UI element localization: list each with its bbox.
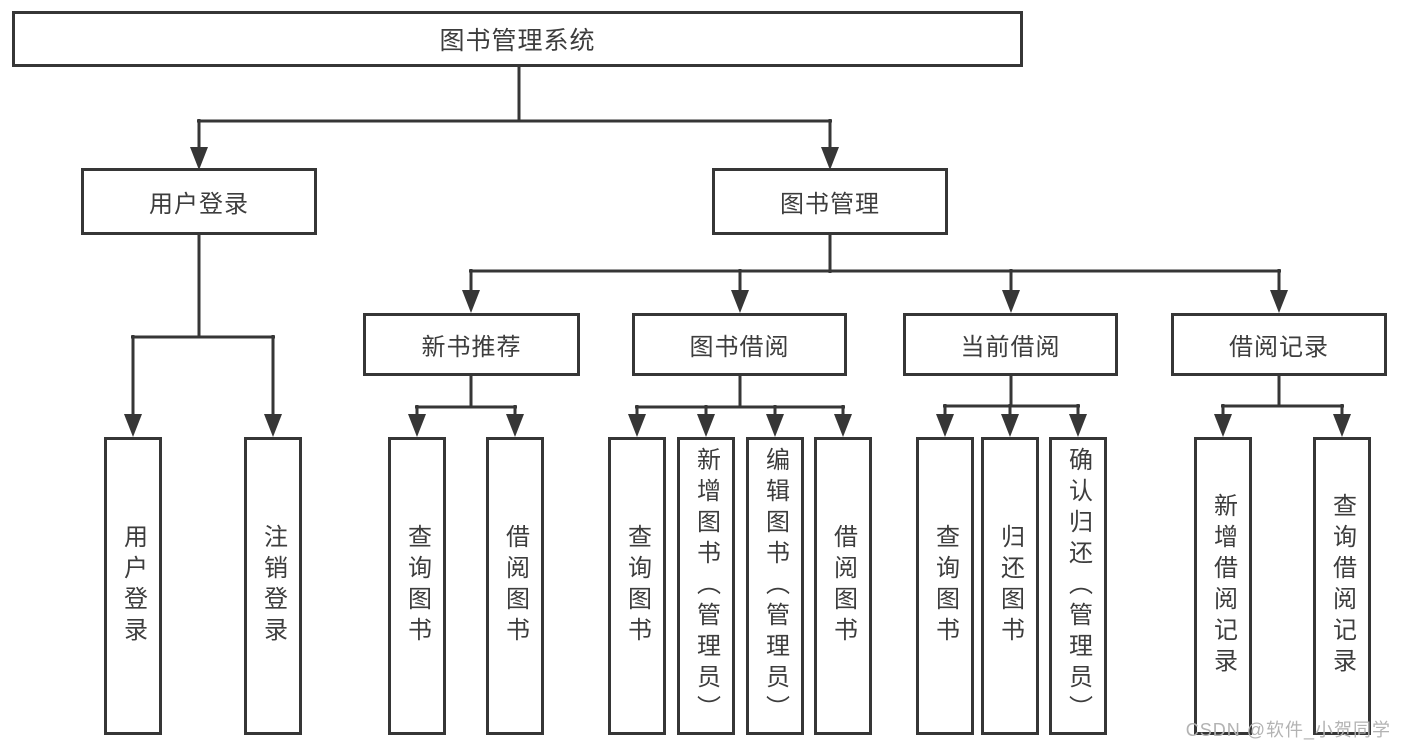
connector-borrow-records-children [1214,376,1351,437]
leaf-confirm-return-admin: 确认归还（管理员） [1049,437,1107,735]
leaf-query-borrow-record: 查询借阅记录 [1313,437,1371,735]
leaf-recommend-query-books: 查询图书 [388,437,446,735]
csdn-watermark: CSDN @软件_小贺同学 [1185,720,1391,740]
leaf-user-login: 用户登录 [104,437,162,735]
leaf-borrow-books: 借阅图书 [814,437,872,735]
leaf-logout: 注销登录 [244,437,302,735]
connector-user-login-children [124,235,282,437]
leaf-borrow-query-books: 查询图书 [608,437,666,735]
node-book-management: 图书管理 [712,168,948,235]
node-user-login: 用户登录 [81,168,317,235]
leaf-add-borrow-record: 新增借阅记录 [1194,437,1252,735]
connector-new-book-recommend-children [408,376,524,437]
leaf-recommend-borrow-books: 借阅图书 [486,437,544,735]
node-new-book-recommend: 新书推荐 [363,313,580,376]
connector-root-to-level2 [190,67,839,170]
leaf-current-query-books: 查询图书 [916,437,974,735]
connector-book-borrow-children [628,376,852,437]
connector-current-borrow-children [936,376,1087,437]
node-book-borrow: 图书借阅 [632,313,847,376]
node-library-system-root: 图书管理系统 [12,11,1023,67]
node-borrow-records: 借阅记录 [1171,313,1387,376]
leaf-add-books-admin: 新增图书（管理员） [677,437,735,735]
connector-book-management-to-modules [462,235,1288,313]
node-current-borrow: 当前借阅 [903,313,1118,376]
leaf-return-books: 归还图书 [981,437,1039,735]
leaf-edit-books-admin: 编辑图书（管理员） [746,437,804,735]
